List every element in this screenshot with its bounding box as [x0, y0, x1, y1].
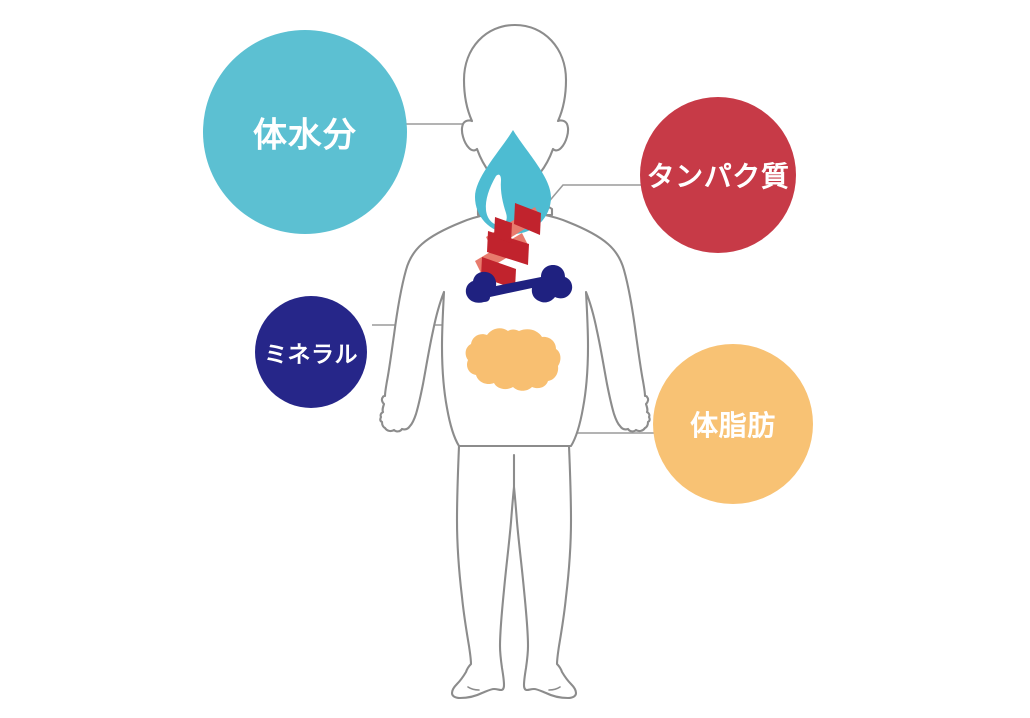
bubble-protein[interactable] — [640, 97, 796, 253]
water-drop-icon — [475, 130, 551, 234]
protein-helix-segment — [514, 203, 541, 235]
water-drop-highlight — [485, 174, 507, 226]
body-right-toe-line — [548, 686, 561, 691]
bubble-mineral[interactable] — [255, 296, 367, 408]
body-torso-arms-outline — [379, 210, 651, 448]
protein-helix-segment — [487, 231, 529, 265]
protein-helix-segment — [494, 217, 512, 243]
bone-icon — [465, 265, 573, 303]
protein-helix-icon — [475, 203, 541, 289]
bubble-fat[interactable] — [653, 344, 813, 504]
bubble-water[interactable] — [203, 30, 407, 234]
fat-tissue-icon — [465, 328, 561, 391]
component-bubbles — [203, 30, 813, 504]
body-left-toe-line — [467, 686, 480, 691]
protein-helix-segment — [481, 257, 516, 289]
